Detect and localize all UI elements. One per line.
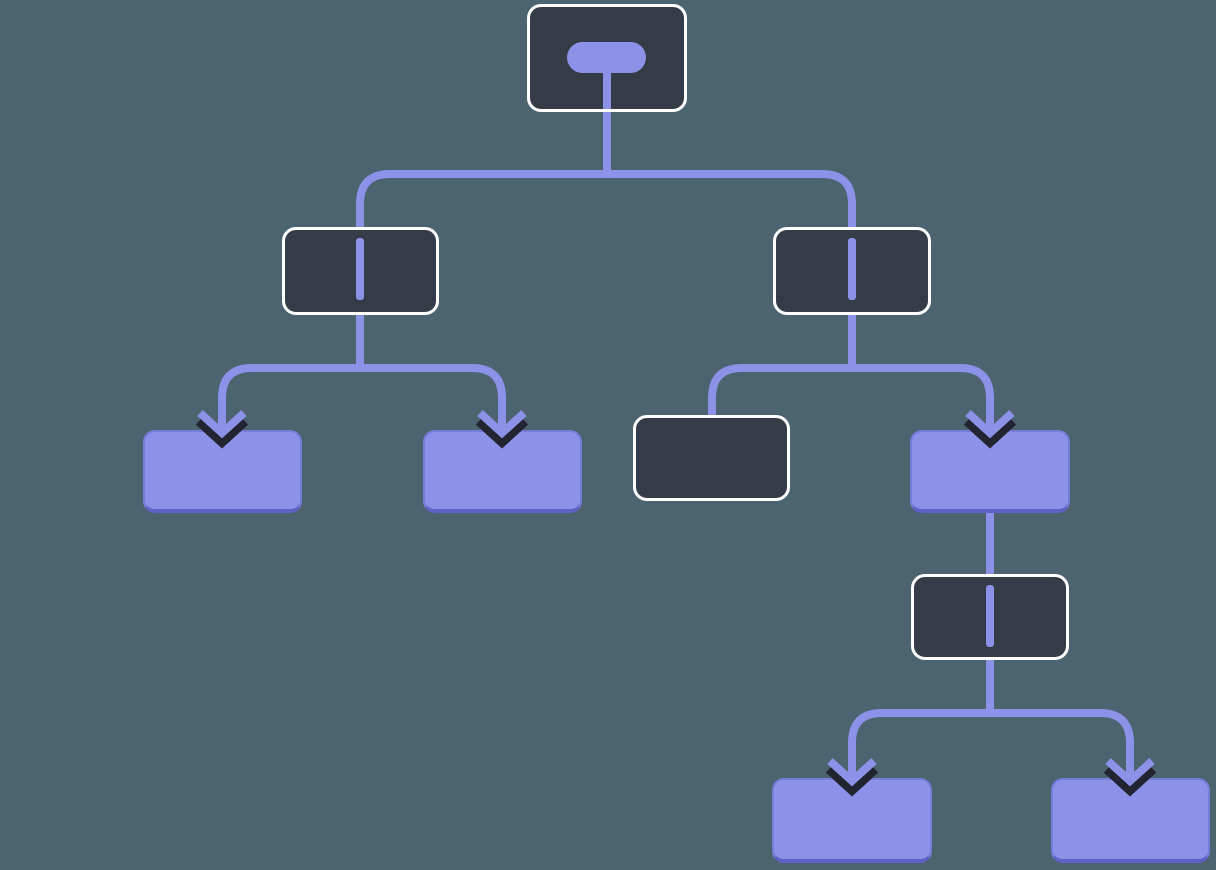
- arrowhead-down-icon: [475, 410, 529, 449]
- arrowhead-down-icon: [1103, 758, 1157, 797]
- root-pill-stem-icon-stem: [603, 71, 611, 109]
- node-branch-left[interactable]: [282, 227, 439, 315]
- arrowhead-down-icon: [825, 758, 879, 797]
- node-branch-lower[interactable]: [911, 574, 1069, 660]
- node-root[interactable]: [527, 4, 687, 112]
- edge-branch-lower-fork: [848, 709, 1134, 758]
- node-empty[interactable]: [633, 415, 790, 501]
- edge-branch-right-fork: [708, 364, 994, 415]
- root-pill-stem-icon: [567, 42, 646, 73]
- vertical-line-icon: [848, 238, 856, 300]
- arrowhead-down-icon: [963, 410, 1017, 449]
- edge-root-branch: [356, 170, 856, 227]
- arrowhead-down-icon: [195, 410, 249, 449]
- vertical-line-icon: [986, 585, 994, 647]
- vertical-line-icon: [356, 238, 364, 300]
- edge-branch-left-fork: [218, 364, 506, 410]
- node-branch-right[interactable]: [773, 227, 931, 315]
